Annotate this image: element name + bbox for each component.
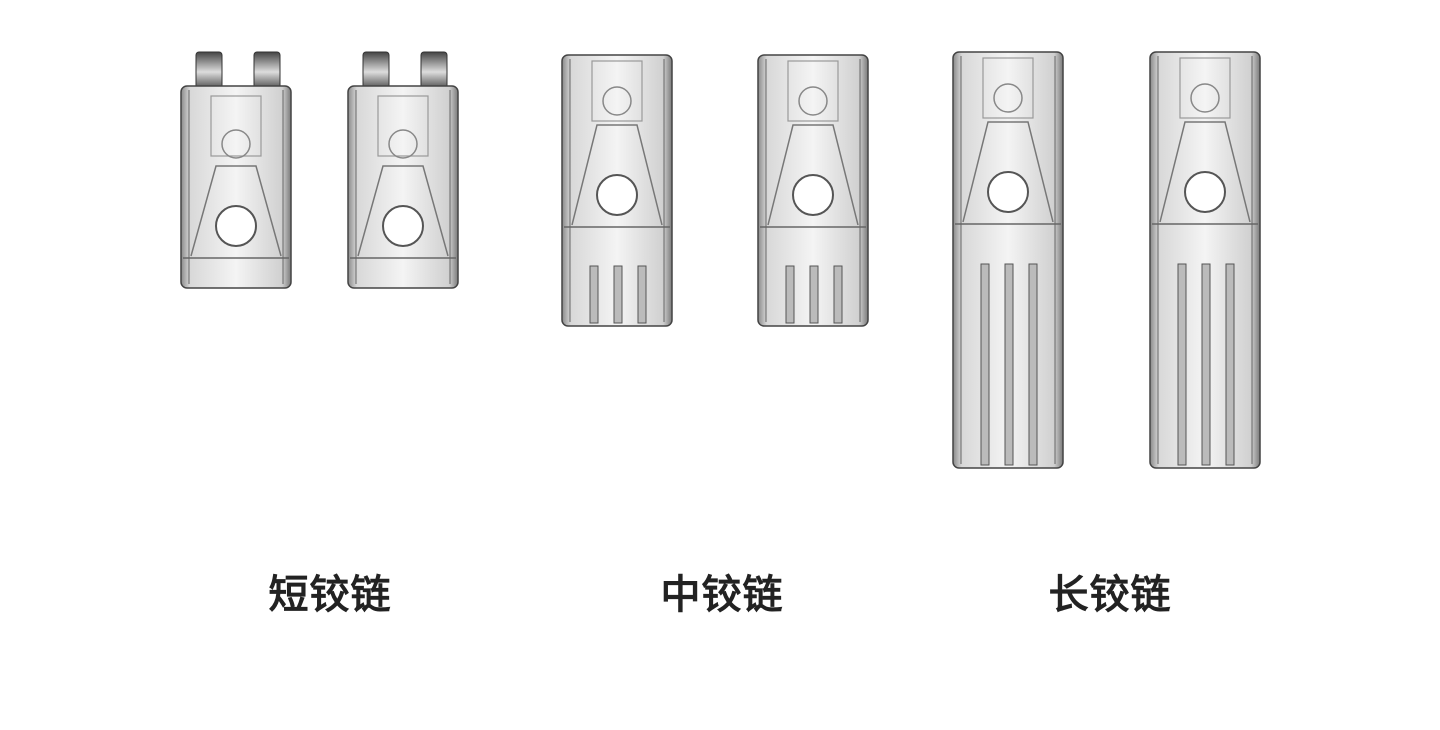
hinge-body — [180, 85, 292, 289]
label-long-hinge: 长铰链 — [1048, 572, 1172, 618]
hinge-plate-edge — [190, 165, 282, 257]
hinge-channel — [591, 60, 643, 122]
hinge-groove — [809, 265, 819, 324]
hinge-groove — [613, 265, 623, 324]
hinge-groove — [637, 265, 647, 324]
hinge-small-ring — [993, 83, 1023, 113]
hinge-groove — [1225, 263, 1235, 466]
hinge-short-2 — [347, 51, 459, 289]
hinge-medium-1 — [561, 54, 673, 327]
hinge-groove — [980, 263, 990, 466]
hinge-plate-edge — [571, 124, 663, 226]
hinge-groove — [833, 265, 843, 324]
hinge-medium-2 — [757, 54, 869, 327]
hinge-groove — [1177, 263, 1187, 466]
hinge-small-ring — [602, 86, 632, 116]
hinge-channel — [377, 95, 429, 157]
hinge-long-1 — [952, 51, 1064, 469]
hinge-hole — [987, 171, 1029, 213]
hinge-plate-edge — [767, 124, 859, 226]
hinge-groove — [589, 265, 599, 324]
hinge-short-1 — [180, 51, 292, 289]
hinge-small-ring — [798, 86, 828, 116]
hinge-plate-edge — [1159, 121, 1251, 223]
hinge-channel — [210, 95, 262, 157]
label-short-hinge: 短铰链 — [268, 572, 392, 618]
hinge-hole — [596, 174, 638, 216]
hinge-groove — [1028, 263, 1038, 466]
hinge-plate-edge — [357, 165, 449, 257]
hinge-plate-edge — [962, 121, 1054, 223]
hinge-groove — [1004, 263, 1014, 466]
hinge-channel — [787, 60, 839, 122]
hinge-hole — [382, 205, 424, 247]
hinge-long-2 — [1149, 51, 1261, 469]
label-medium-hinge: 中铰链 — [660, 572, 784, 618]
hinge-hole — [1184, 171, 1226, 213]
hinge-channel — [1179, 57, 1231, 119]
hinge-hole — [215, 205, 257, 247]
hinge-groove — [785, 265, 795, 324]
hinge-hole — [792, 174, 834, 216]
hinge-small-ring — [1190, 83, 1220, 113]
hinge-body — [347, 85, 459, 289]
hinge-small-ring — [388, 129, 418, 159]
hinge-channel — [982, 57, 1034, 119]
hinge-small-ring — [221, 129, 251, 159]
hinge-groove — [1201, 263, 1211, 466]
